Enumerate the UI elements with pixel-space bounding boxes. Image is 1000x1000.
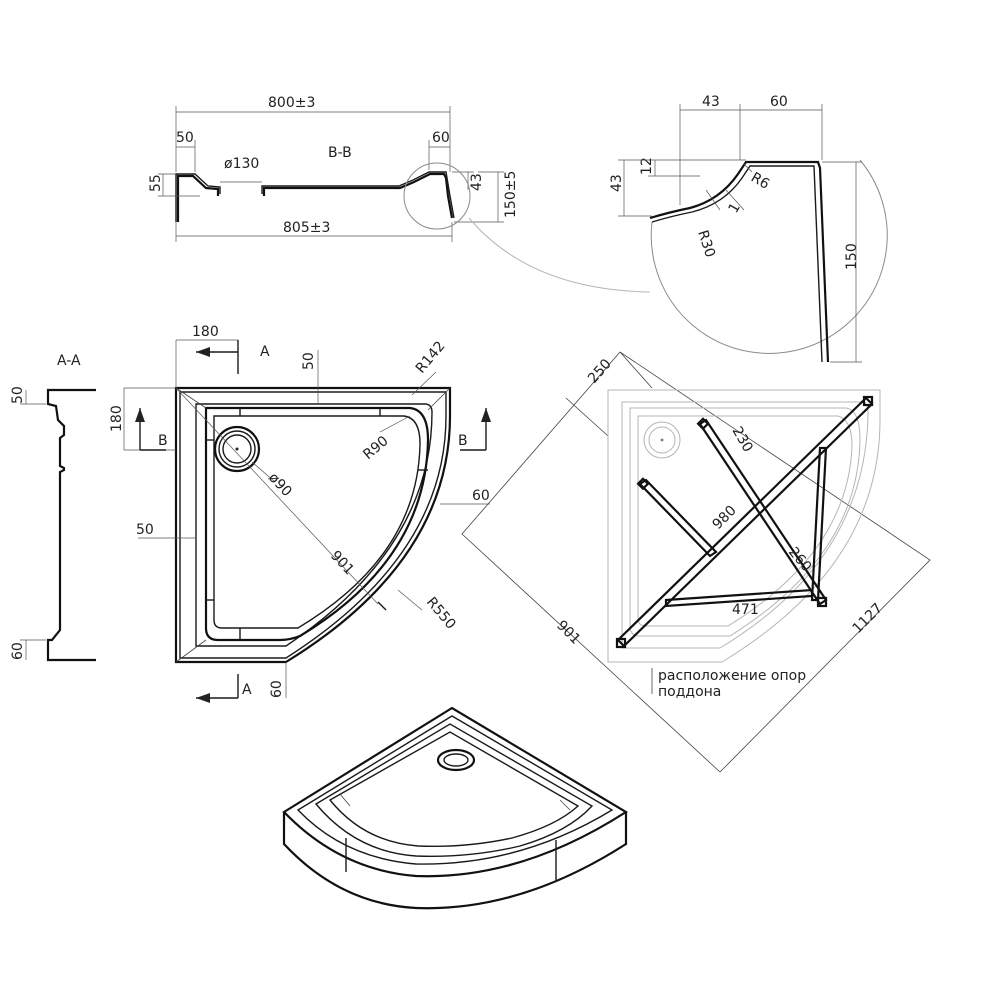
dim-180-plan-top: 180	[192, 324, 219, 340]
cut-b-right: B	[458, 433, 468, 449]
dim-r30: R30	[694, 228, 718, 259]
section-aa: A-A 50 60	[10, 353, 96, 662]
dim-r142: R142	[413, 338, 449, 376]
plan-view: 901 ø90 R90 R142 R550 50 50 180 A 180	[109, 324, 491, 703]
drain-mid	[218, 430, 256, 468]
dim-r6: R6	[748, 170, 772, 193]
dim-43-bb: 43	[469, 173, 485, 191]
dim-230: 230	[729, 424, 756, 455]
dim-50-aa: 50	[10, 386, 26, 404]
iso-top-outline	[282, 706, 629, 878]
iso-drain	[436, 748, 476, 772]
section-aa-profile	[46, 388, 96, 662]
plan-inner-basin	[204, 406, 430, 642]
drain-center	[235, 447, 239, 451]
supports-caption-1: расположение опор	[658, 668, 806, 684]
dim-12-detail: 12	[639, 157, 655, 175]
dim-drain-bb: ø130	[224, 156, 259, 172]
dim-901-plan: 901	[327, 548, 357, 578]
cut-a-top: A	[260, 344, 270, 360]
dim-1: 1	[726, 200, 744, 216]
dim-43-detail-left: 43	[609, 174, 625, 192]
dim-471: 471	[732, 602, 759, 618]
dim-43-detail-top: 43	[702, 94, 720, 110]
section-bb-title: B-B	[328, 145, 352, 161]
section-aa-title: A-A	[57, 353, 81, 369]
support-bottom	[664, 588, 814, 608]
dim-1127: 1127	[850, 600, 887, 637]
supports-tray-outer	[607, 389, 881, 663]
detail-profile	[649, 160, 830, 363]
cut-b-left: B	[158, 433, 168, 449]
dim-150-bb: 150±5	[503, 171, 519, 218]
dim-drain-plan: ø90	[265, 470, 295, 500]
dim-50-plan-top: 50	[301, 352, 317, 370]
drain-inner	[222, 434, 252, 464]
dim-60-plan-bottom: 60	[269, 680, 285, 698]
detail-leader	[468, 217, 651, 293]
supports-caption-2: поддона	[658, 684, 721, 700]
drain-outer	[213, 425, 261, 473]
cut-a-bottom: A	[242, 682, 252, 698]
dim-r550: R550	[423, 594, 459, 632]
dim-805: 805±3	[283, 220, 330, 236]
iso-front-face	[282, 812, 628, 910]
dim-980: 980	[710, 503, 740, 533]
dim-60-detail-top: 60	[770, 94, 788, 110]
dim-50-bb: 50	[176, 130, 194, 146]
supports-dim-frame	[461, 351, 931, 773]
supports-view: 250 901 1127 230 980 260 471 расположени…	[461, 351, 931, 773]
dim-55-bb: 55	[148, 174, 164, 192]
dim-60-plan-right: 60	[472, 488, 490, 504]
plan-outer-outline	[174, 386, 452, 664]
detail-view: 43 60 12 43 R6 R30 1 150	[468, 94, 888, 363]
dim-800: 800±3	[268, 95, 315, 111]
support-right	[810, 446, 828, 602]
section-bb: 800±3 50 60 55 ø130 B-B 43 150±5 805±3	[148, 95, 519, 242]
iso-view	[282, 706, 629, 910]
iso-basin	[314, 723, 594, 857]
section-bb-profile	[176, 172, 454, 222]
dim-250: 250	[585, 356, 615, 387]
dim-50-plan-left: 50	[136, 522, 154, 538]
dim-150-detail: 150	[844, 243, 860, 270]
detail-circle	[403, 162, 471, 230]
dim-r90: R90	[360, 433, 391, 463]
dim-60-bb: 60	[432, 130, 450, 146]
diag-901	[175, 387, 379, 605]
support-cross-b	[638, 478, 718, 558]
dim-260: 260	[785, 544, 814, 575]
dim-60-aa: 60	[10, 642, 26, 660]
section-bb-inner	[175, 171, 455, 222]
dim-180-plan-left: 180	[109, 405, 125, 432]
detail-big-circle	[650, 159, 888, 354]
